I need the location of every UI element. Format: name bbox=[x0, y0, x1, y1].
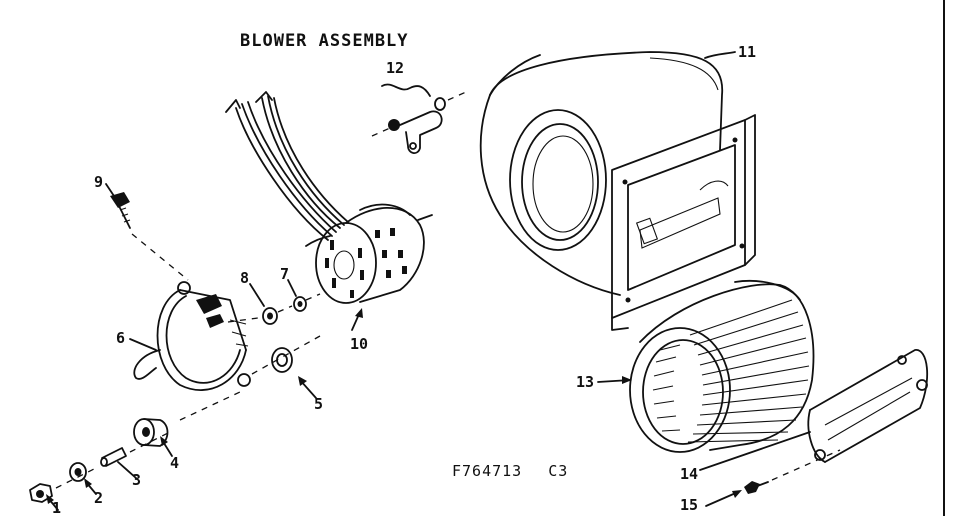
part-number-12: 12 bbox=[386, 59, 405, 77]
drawing-code: F764713 C3 bbox=[452, 462, 568, 480]
part-number-2: 2 bbox=[94, 489, 104, 507]
part-number-15: 15 bbox=[680, 496, 699, 514]
washer-2-part bbox=[69, 462, 87, 482]
part-number-1: 1 bbox=[52, 499, 62, 516]
part-number-14: 14 bbox=[680, 465, 699, 483]
nut-8-part bbox=[262, 307, 278, 325]
part-number-3: 3 bbox=[132, 471, 142, 489]
leader-11 bbox=[704, 51, 736, 59]
leader-8 bbox=[249, 283, 265, 307]
leader-7 bbox=[287, 279, 297, 297]
bolt-9-part bbox=[110, 192, 131, 229]
drawing-revision: C3 bbox=[548, 462, 569, 480]
part-number-5: 5 bbox=[314, 395, 324, 413]
leader-9 bbox=[105, 183, 115, 197]
cutoff-plate-part bbox=[807, 349, 929, 463]
screw-15-part bbox=[744, 481, 769, 494]
leader-14 bbox=[699, 431, 811, 471]
blower-housing-part bbox=[479, 51, 756, 331]
bracket-12-part bbox=[371, 83, 467, 154]
washer-5-part bbox=[271, 347, 293, 373]
drawing-number: F764713 bbox=[452, 462, 523, 480]
leader-3 bbox=[117, 461, 137, 479]
part-number-7: 7 bbox=[280, 265, 290, 283]
diagram-title: BLOWER ASSEMBLY bbox=[240, 31, 409, 51]
motor-wires bbox=[225, 91, 349, 241]
part-number-9: 9 bbox=[94, 173, 104, 191]
part-number-4: 4 bbox=[170, 454, 180, 472]
part-number-8: 8 bbox=[240, 269, 250, 287]
washer-7-part bbox=[293, 296, 307, 312]
nut-1-part bbox=[29, 483, 53, 503]
leader-15 bbox=[705, 491, 739, 507]
blower-wheel-part bbox=[629, 280, 815, 453]
pin-3-part bbox=[100, 447, 127, 467]
leader-6 bbox=[129, 338, 157, 351]
part-number-11: 11 bbox=[738, 43, 757, 61]
motor-part bbox=[305, 203, 433, 304]
part-number-6: 6 bbox=[116, 329, 126, 347]
mount-ring-6-part bbox=[133, 281, 251, 391]
part-number-13: 13 bbox=[576, 373, 595, 391]
part-number-10: 10 bbox=[350, 335, 369, 353]
